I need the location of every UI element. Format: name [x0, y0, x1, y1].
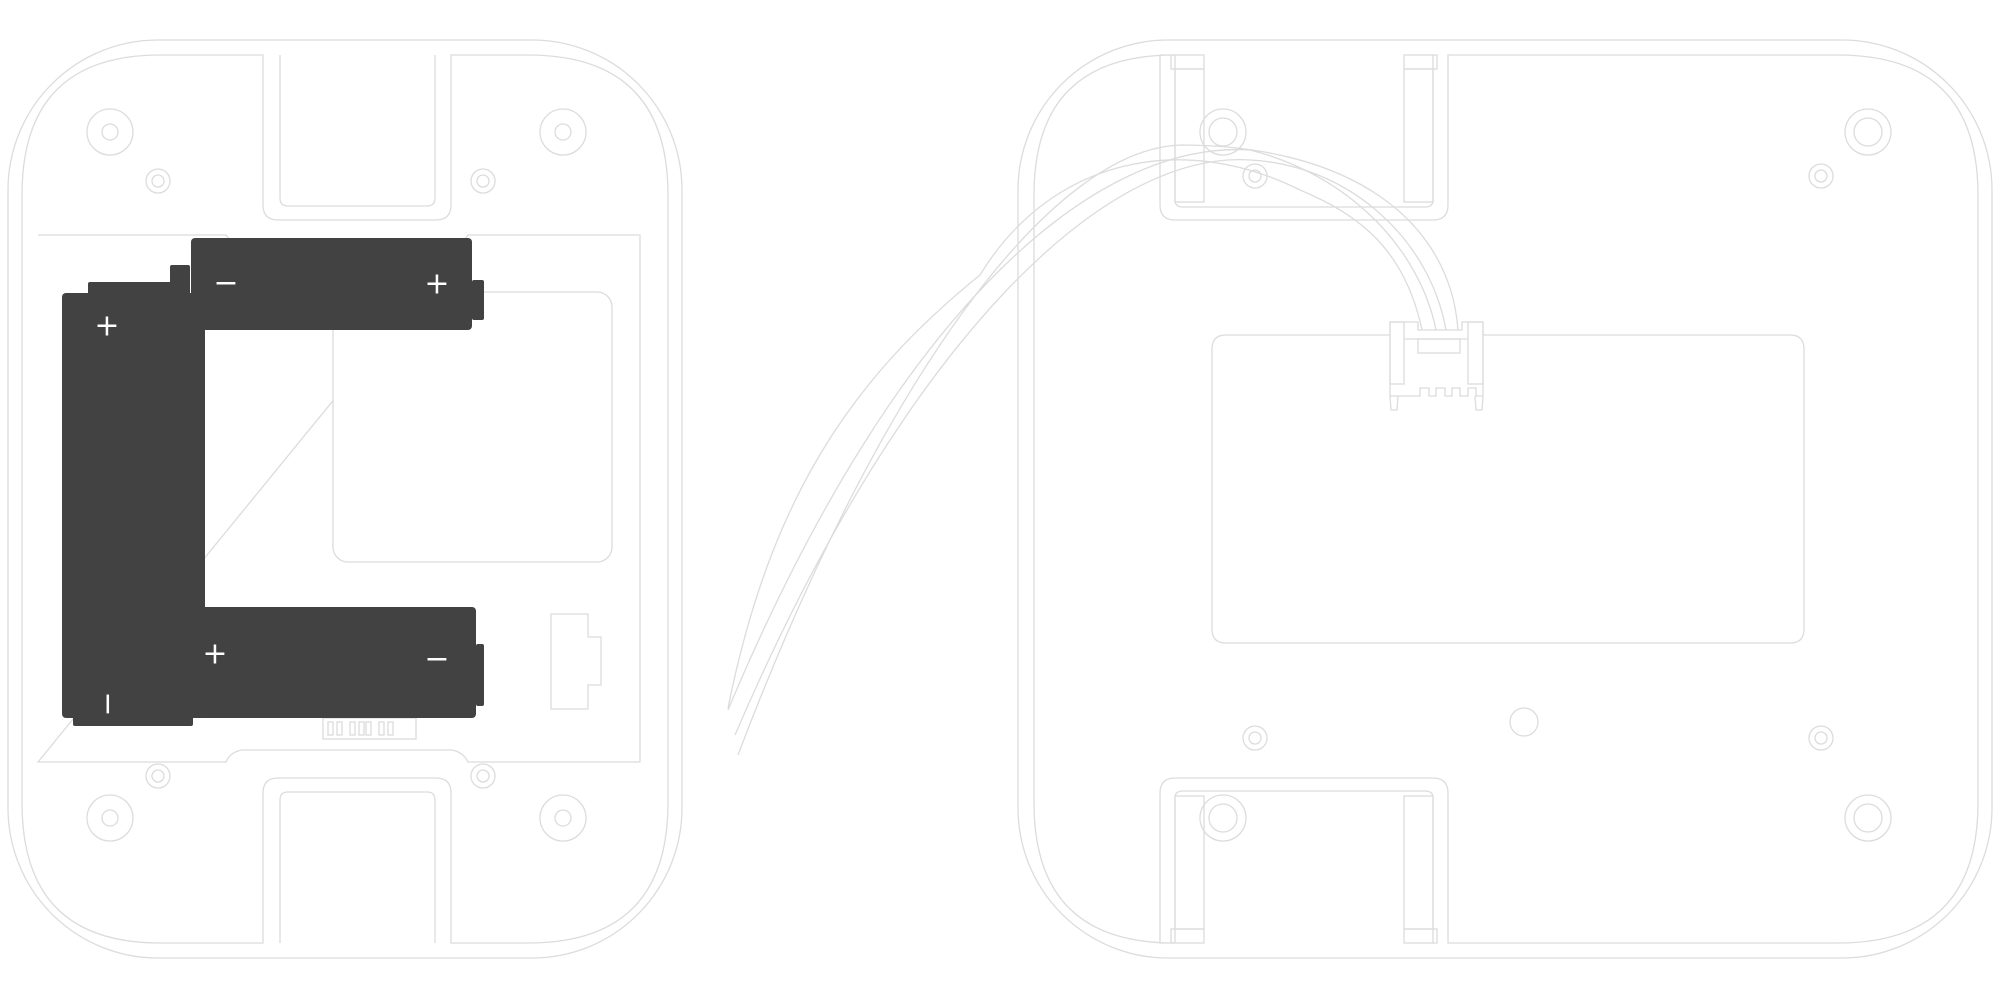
left-case-outer-shell [7, 39, 683, 959]
battery-top: − + [170, 238, 484, 330]
small-boss [1808, 163, 1834, 189]
small-boss [1242, 163, 1268, 189]
right-case-inner-wall [1033, 54, 1979, 944]
screw-boss [539, 108, 587, 156]
connector-wires [727, 144, 1459, 756]
screw-boss [1844, 108, 1892, 156]
screw-boss [86, 794, 134, 842]
small-boss [145, 168, 171, 194]
small-boss [470, 763, 496, 789]
bottom-notch [1174, 790, 1434, 943]
battery-negative-label: − [91, 691, 126, 716]
top-notch [279, 55, 436, 207]
battery-bottom: + − [185, 607, 484, 718]
battery-tray [36, 234, 641, 763]
small-boss [1242, 725, 1268, 751]
screw-boss [1844, 794, 1892, 842]
top-notch [1174, 55, 1434, 208]
battery-positive-label: + [424, 267, 449, 302]
screw-boss [86, 108, 134, 156]
bottom-notch [279, 791, 436, 943]
battery-positive-label: + [202, 637, 227, 672]
right-case-view [727, 39, 1993, 959]
clip-tabs [1170, 54, 1438, 944]
battery-negative-label: − [213, 266, 238, 301]
left-case-inner-wall [21, 54, 669, 944]
pcb-board [1211, 334, 1805, 644]
battery-positive-label: + [94, 309, 119, 344]
small-boss [470, 168, 496, 194]
left-case-view: − + + − + − [7, 39, 683, 959]
screw-boss [539, 794, 587, 842]
small-boss [145, 763, 171, 789]
battery-negative-label: − [424, 642, 449, 677]
pcb-area [332, 291, 613, 563]
screw-boss [1199, 794, 1247, 842]
center-pin [1509, 707, 1539, 737]
switch-housing [550, 613, 602, 710]
small-boss [1808, 725, 1834, 751]
right-case-outer-shell [1017, 39, 1993, 959]
wire-connector [1389, 321, 1484, 411]
connector-pads [322, 717, 417, 740]
battery-vertical: + − [62, 282, 205, 726]
